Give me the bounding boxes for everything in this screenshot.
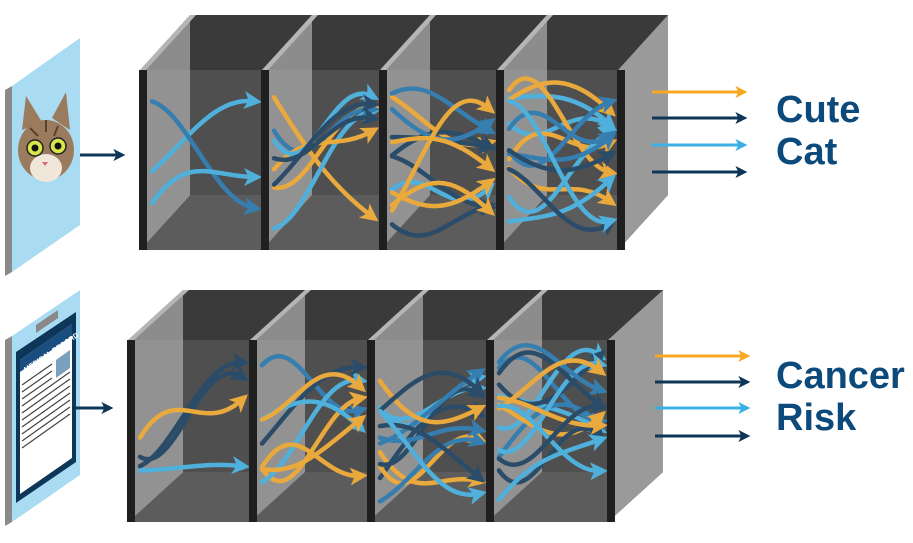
connection-arrow [271, 107, 380, 163]
layer-frame-bar [249, 340, 257, 522]
cat-face-icon [18, 92, 74, 182]
layer-front-pane [250, 340, 368, 522]
connection-arrow [496, 342, 607, 431]
connection-arrow [377, 370, 486, 413]
layer-top-edge [380, 15, 436, 70]
connection-arrow [389, 95, 496, 213]
output-label-line: Cute [776, 89, 860, 131]
connection-arrow [377, 378, 487, 425]
connection-arrow [137, 394, 248, 440]
connection-arrow [259, 391, 368, 484]
layer-side-wall [140, 15, 190, 250]
connection-arrow [259, 357, 369, 446]
connection-arrow [506, 110, 617, 149]
connection-arrow [496, 396, 609, 467]
connection-arrow [259, 371, 366, 422]
layer-side-wall [487, 290, 542, 522]
connection-arrow [389, 129, 497, 158]
layer-front-pane [128, 340, 250, 522]
connection-arrow [149, 99, 262, 216]
connection-arrow [149, 91, 263, 174]
person-photo-icon [56, 350, 70, 378]
medical-record-card: MEDICAL RECORD [5, 290, 80, 526]
connection-arrow [259, 354, 368, 422]
cat-image-card [5, 38, 80, 276]
connection-arrow [506, 166, 617, 237]
connection-arrow [506, 76, 618, 180]
layer-top-edge [497, 15, 553, 70]
box-right-face [618, 15, 668, 250]
connection-arrow [389, 177, 496, 209]
output-label-line: Cancer [776, 355, 905, 397]
connection-arrow [496, 350, 607, 410]
layer-front-pane [368, 340, 487, 522]
connection-arrow [496, 357, 607, 411]
connection-arrow [496, 403, 609, 481]
connection-arrow [149, 168, 263, 206]
record-text-lines [21, 363, 71, 449]
connection-arrow [506, 80, 616, 117]
layer-side-wall [262, 15, 312, 250]
connection-arrow [377, 408, 487, 505]
connection-arrow [259, 369, 368, 485]
output-label-line: Cat [776, 131, 838, 173]
connection-arrow [377, 429, 487, 504]
connection-arrow [271, 94, 381, 187]
connection-arrow [137, 363, 249, 462]
connection-arrow [496, 434, 608, 502]
layer-top-edge [262, 15, 318, 70]
connection-arrow [389, 86, 497, 135]
layer-frame-bar [139, 70, 147, 250]
layer-frame-bar [127, 340, 135, 522]
layer-top-edge [368, 290, 429, 340]
output-label-line: Risk [776, 397, 857, 439]
layer-front-pane [380, 70, 497, 250]
layer-frame-bar [486, 340, 494, 522]
connection-arrow [137, 456, 251, 474]
layer-front-pane [497, 70, 618, 250]
layer-front-pane [262, 70, 380, 250]
connection-arrow [389, 135, 496, 173]
layer-top-edge [487, 290, 548, 340]
layer-frame-bar [261, 70, 269, 250]
connection-arrow [259, 414, 367, 473]
layer-front-pane [487, 340, 608, 522]
layer-frame-bar [607, 340, 615, 522]
connection-arrow [496, 343, 608, 396]
network-box [127, 290, 751, 522]
layer-top-edge [128, 290, 189, 340]
layer-top-edge [140, 15, 196, 70]
layer-frame-bar [379, 70, 387, 250]
connection-arrow [506, 98, 618, 233]
box-right-face [608, 290, 663, 522]
layer-frame-bar [367, 340, 375, 522]
connection-arrow [259, 442, 369, 486]
layer-front-pane [140, 70, 262, 250]
network-box [139, 15, 748, 250]
connection-arrow [506, 96, 618, 168]
layer-frame-bar [617, 70, 625, 250]
layer-top-edge [250, 290, 311, 340]
layer-frame-bar [496, 70, 504, 250]
